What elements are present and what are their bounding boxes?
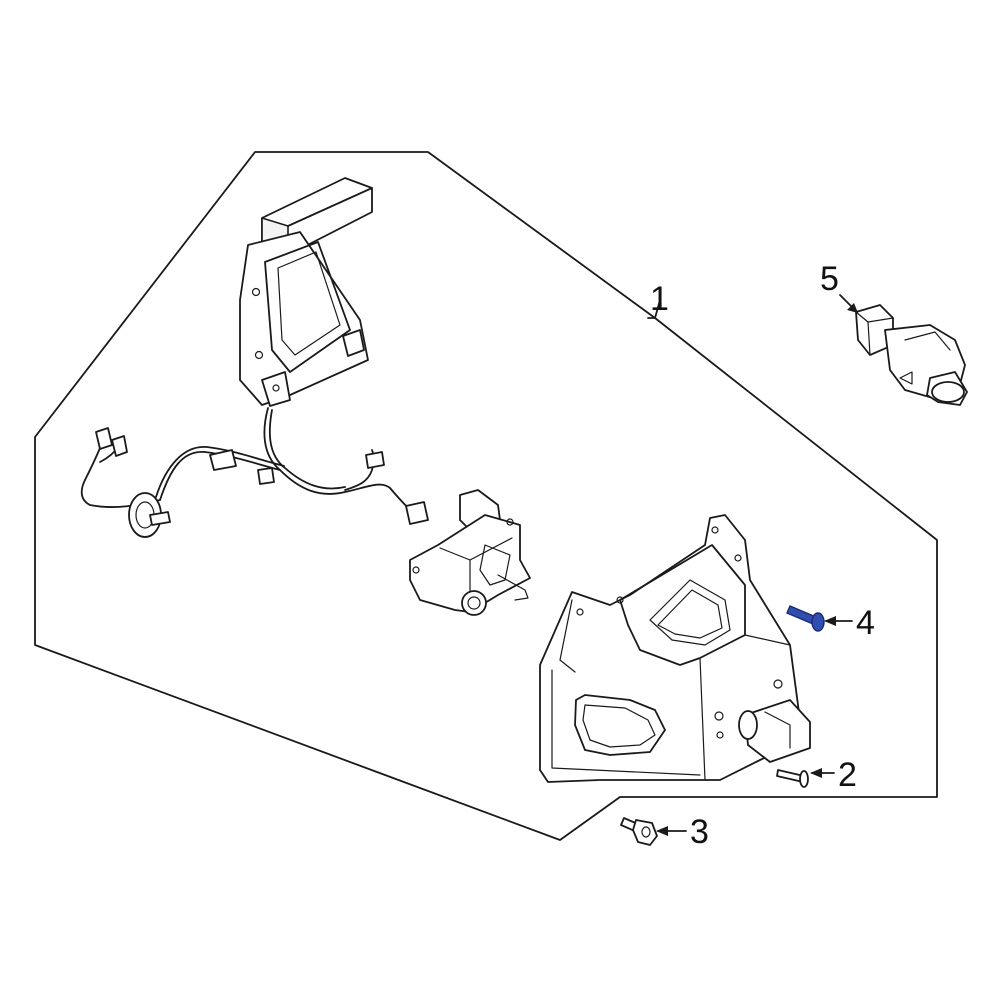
motor-actuator xyxy=(409,489,531,616)
bolt-part-2 xyxy=(776,769,809,788)
assembly-boundary xyxy=(34,151,938,841)
mounting-bracket xyxy=(539,514,811,783)
callout-5: 5 xyxy=(820,260,858,313)
callout-label-1: 1 xyxy=(650,280,669,318)
callout-label-5: 5 xyxy=(820,260,839,298)
wiring-harness xyxy=(80,407,429,538)
headrest-frame xyxy=(239,177,373,407)
callout-label-2: 2 xyxy=(838,756,857,794)
callout-label-4: 4 xyxy=(856,604,875,642)
callout-2: 2 xyxy=(810,756,857,794)
callout-1: 1 xyxy=(647,280,669,319)
camera-sensor-part-5 xyxy=(855,304,968,406)
callout-3: 3 xyxy=(656,813,709,851)
flange-bolt-part-3 xyxy=(620,817,658,846)
screw-part-4 xyxy=(786,605,825,632)
callout-4: 4 xyxy=(824,604,875,642)
callout-label-3: 3 xyxy=(690,813,709,851)
